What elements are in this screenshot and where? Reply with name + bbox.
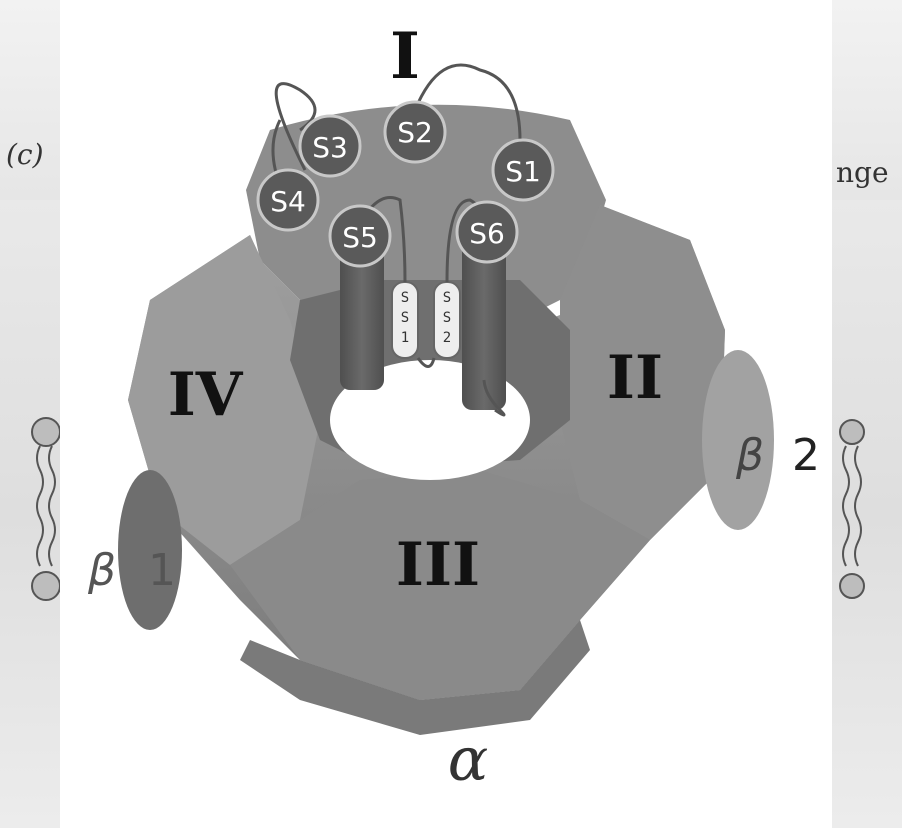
background-caption-fragment-left: (c) bbox=[6, 138, 44, 171]
lipid-head-right-top bbox=[839, 419, 865, 445]
beta2-number-label: 2 bbox=[792, 430, 820, 481]
helix-S2-cap bbox=[383, 100, 447, 164]
helix-S4-cap bbox=[256, 168, 320, 232]
domain-label-III: III bbox=[396, 530, 480, 600]
domain-II-block bbox=[560, 205, 725, 540]
lipid-tail-left-b bbox=[48, 445, 56, 567]
ss2-char-1: S bbox=[443, 290, 451, 306]
label-S3: S3 bbox=[312, 131, 348, 164]
lipid-tail-right-a bbox=[842, 445, 850, 567]
domain-III-block bbox=[230, 470, 650, 700]
domain-label-II: II bbox=[607, 343, 663, 413]
helix-S3-cap bbox=[298, 114, 362, 178]
ss2-char-3: 2 bbox=[443, 330, 451, 346]
domain-label-I: I bbox=[390, 19, 420, 94]
helix-S6-cap bbox=[455, 200, 519, 264]
beta1-subunit bbox=[118, 470, 182, 630]
label-S2: S2 bbox=[397, 116, 433, 149]
helix-S1-cap bbox=[491, 138, 555, 202]
ss1-char-3: 1 bbox=[401, 330, 409, 346]
ss1-char-1: S bbox=[401, 290, 409, 306]
loop-S6-tail bbox=[482, 379, 506, 417]
beta2-greek-label: β bbox=[735, 430, 764, 481]
alpha-subunit-label: α bbox=[448, 725, 489, 795]
domain-IV-block bbox=[128, 235, 320, 565]
ss1-char-2: S bbox=[401, 310, 409, 326]
lipid-tail-left-a bbox=[36, 445, 44, 567]
loop-S3-S4 bbox=[274, 82, 317, 171]
beta1-number-label: 1 bbox=[148, 545, 176, 596]
lipid-head-right-bottom bbox=[839, 573, 865, 599]
domain-label-IV: IV bbox=[168, 360, 244, 430]
background-caption-fragment-right: nge bbox=[836, 156, 889, 189]
label-S5: S5 bbox=[342, 221, 378, 254]
helix-S5-cap bbox=[328, 204, 392, 268]
helix-S6-body bbox=[462, 240, 506, 410]
loop-SS1-SS2 bbox=[416, 357, 436, 368]
loop-S1-S2 bbox=[413, 63, 522, 141]
loop-S5-SS1 bbox=[360, 196, 407, 283]
helix-S5-body bbox=[340, 240, 384, 390]
label-S1: S1 bbox=[505, 155, 541, 188]
ss2-char-2: S bbox=[443, 310, 451, 326]
label-S4: S4 bbox=[270, 185, 306, 218]
domain-III-lower-face bbox=[240, 620, 590, 735]
beta1-greek-label: β bbox=[87, 545, 116, 596]
label-S6: S6 bbox=[469, 217, 505, 250]
lipid-tail-right-b bbox=[854, 445, 862, 567]
beta2-subunit bbox=[702, 350, 774, 530]
